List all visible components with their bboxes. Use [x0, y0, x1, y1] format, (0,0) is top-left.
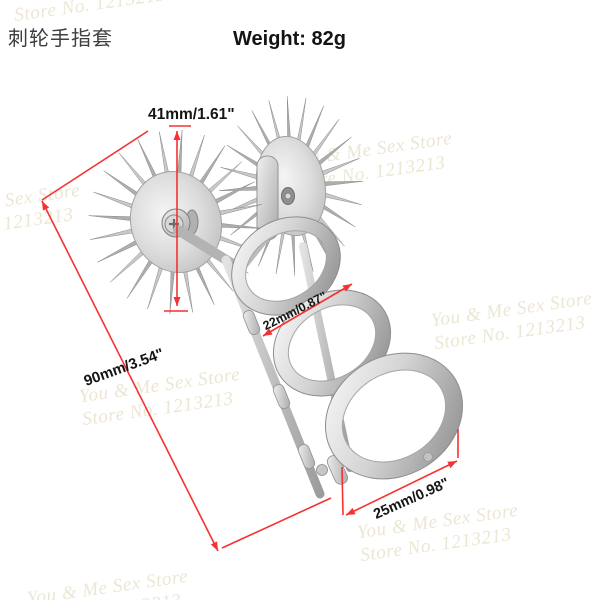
dimension-label-wheel-diameter: 41mm/1.61" [148, 106, 235, 123]
wheel-bearing [281, 187, 295, 205]
weight-label: Weight: 82g [233, 28, 346, 50]
ring-foot-nub [423, 452, 433, 462]
product-title-cn: 刺轮手指套 [8, 28, 113, 50]
dimension-wheel-diameter [164, 125, 191, 312]
finger-ring-bottom [324, 352, 464, 480]
finger-ring-top [231, 216, 341, 316]
dimension-middle-ring [262, 283, 353, 337]
dimension-bottom-ring [341, 429, 459, 516]
dimension-overall-length [41, 130, 332, 552]
